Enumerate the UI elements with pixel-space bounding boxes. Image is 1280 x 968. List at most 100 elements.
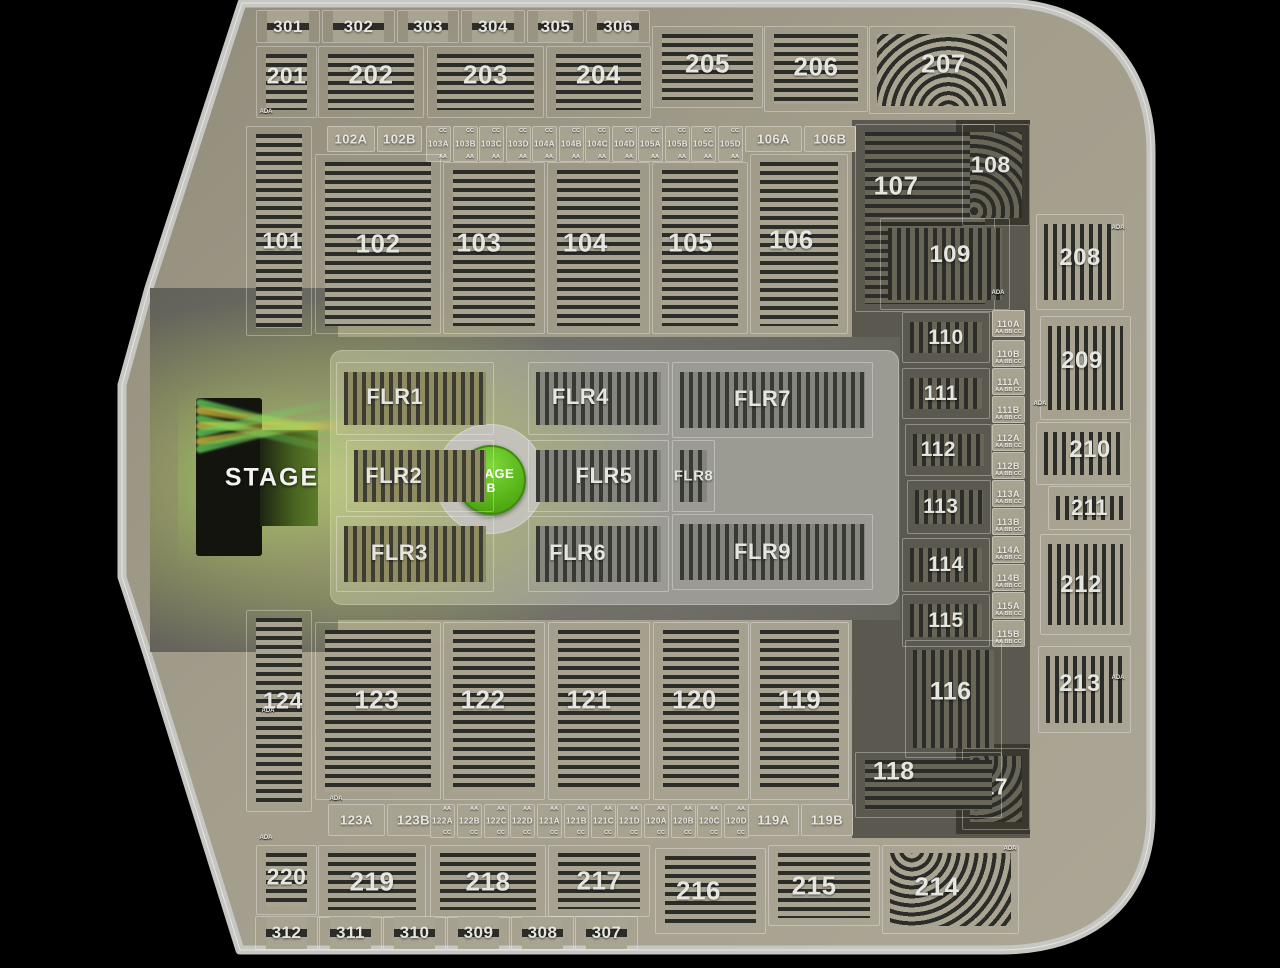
section-206[interactable]: 206 — [764, 26, 868, 112]
section-102a[interactable]: 102A — [327, 126, 375, 152]
section-122[interactable]: 122 — [443, 622, 545, 800]
section-102b[interactable]: 102B — [377, 126, 422, 152]
section-203[interactable]: 203 — [427, 46, 544, 118]
section-116[interactable]: 116 — [905, 640, 1002, 758]
section-flr9[interactable]: FLR9 — [672, 514, 873, 590]
section-304[interactable]: 304 — [461, 10, 525, 43]
section-108[interactable]: 108 — [962, 124, 1030, 226]
section-216[interactable]: 216 — [655, 848, 766, 934]
section-113[interactable]: 113 — [907, 480, 991, 534]
section-flr5[interactable]: FLR5 — [528, 440, 669, 512]
section-305[interactable]: 305 — [527, 10, 584, 43]
section-123a[interactable]: 123A — [328, 804, 385, 836]
section-flr2[interactable]: FLR2 — [346, 440, 494, 512]
section-213[interactable]: 213 — [1038, 646, 1131, 733]
section-123[interactable]: 123 — [315, 622, 441, 800]
section-217[interactable]: 217 — [548, 845, 650, 917]
section-115[interactable]: 115 — [902, 594, 990, 647]
section-114[interactable]: 114 — [902, 538, 990, 592]
section-105[interactable]: 105 — [652, 162, 748, 334]
section-119b[interactable]: 119B — [801, 804, 853, 836]
section-302[interactable]: 302 — [322, 10, 395, 43]
section-104[interactable]: 104 — [547, 162, 650, 334]
section-flr3[interactable]: FLR3 — [336, 516, 494, 592]
section-106a[interactable]: 106A — [745, 126, 802, 152]
section-101[interactable]: 101 — [246, 126, 312, 336]
section-flr8[interactable]: FLR8 — [672, 440, 715, 512]
section-124[interactable]: 124 — [246, 610, 312, 812]
section-301[interactable]: 301 — [256, 10, 320, 43]
section-205[interactable]: 205 — [652, 26, 763, 108]
section-111[interactable]: 111 — [902, 368, 990, 419]
section-120[interactable]: 120 — [653, 622, 749, 800]
section-207[interactable]: 207 — [869, 26, 1015, 114]
section-201[interactable]: 201 — [256, 46, 317, 118]
section-119a[interactable]: 119A — [748, 804, 799, 836]
section-flr6[interactable]: FLR6 — [528, 516, 669, 592]
section-310[interactable]: 310 — [383, 916, 446, 950]
section-110[interactable]: 110 — [902, 312, 990, 363]
section-307[interactable]: 307 — [575, 916, 638, 950]
section-102[interactable]: 102 — [315, 154, 441, 334]
section-204[interactable]: 204 — [546, 46, 651, 118]
section-215[interactable]: 215 — [768, 845, 880, 926]
section-220[interactable]: 220 — [256, 845, 317, 915]
section-202[interactable]: 202 — [318, 46, 424, 118]
section-308[interactable]: 308 — [511, 916, 574, 950]
section-212[interactable]: 212 — [1040, 534, 1131, 635]
section-211[interactable]: 211 — [1048, 486, 1131, 530]
section-flr7[interactable]: FLR7 — [672, 362, 873, 438]
section-121[interactable]: 121 — [548, 622, 650, 800]
section-210[interactable]: 210 — [1036, 422, 1131, 485]
section-218[interactable]: 218 — [430, 845, 546, 918]
section-106b[interactable]: 106B — [804, 126, 856, 152]
section-112[interactable]: 112 — [905, 424, 992, 476]
section-219[interactable]: 219 — [318, 845, 426, 918]
section-106[interactable]: 106 — [750, 154, 848, 334]
section-flr4[interactable]: FLR4 — [528, 362, 669, 435]
section-109[interactable]: 109 — [880, 218, 1010, 310]
section-103[interactable]: 103 — [443, 162, 545, 334]
section-119[interactable]: 119 — [750, 622, 849, 800]
section-208[interactable]: 208 — [1036, 214, 1124, 310]
section-312[interactable]: 312 — [255, 916, 318, 950]
section-118[interactable]: 118 — [855, 752, 1002, 818]
section-flr1[interactable]: FLR1 — [336, 362, 494, 435]
section-309[interactable]: 309 — [447, 916, 510, 950]
section-303[interactable]: 303 — [397, 10, 459, 43]
section-311[interactable]: 311 — [319, 916, 382, 950]
section-214[interactable]: 214 — [882, 845, 1019, 934]
